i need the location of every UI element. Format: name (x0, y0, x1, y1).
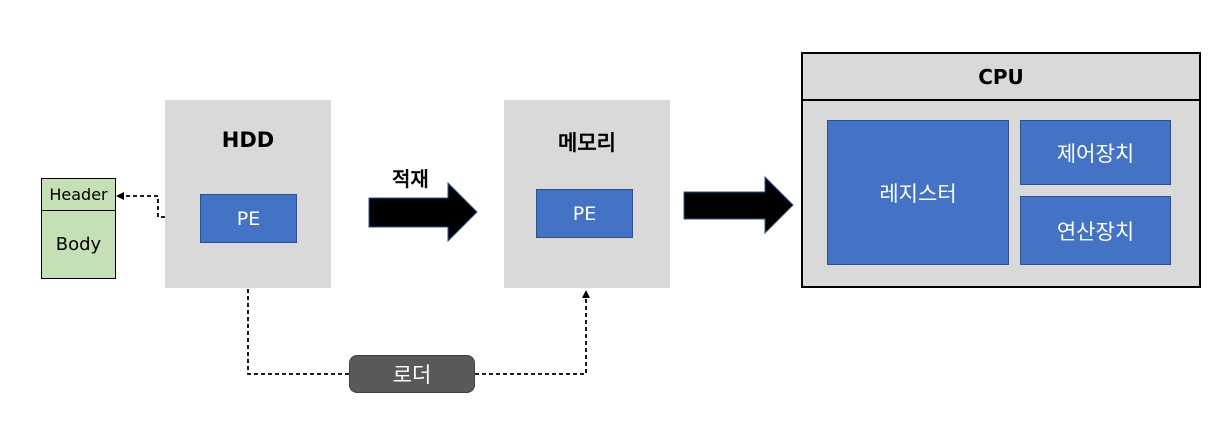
control-unit-block: 제어장치 (1020, 120, 1171, 185)
alu-block: 연산장치 (1020, 196, 1171, 265)
cpu-title: CPU (978, 64, 1024, 89)
memory-to-cpu-block-arrow (683, 175, 794, 235)
hdd-pe-label: PE (236, 207, 261, 230)
loader-to-memory-dashed-arrow (475, 290, 590, 375)
memory-title: 메모리 (558, 131, 616, 155)
register-block: 레지스터 (827, 120, 1009, 265)
memory-pe-block: PE (536, 189, 633, 238)
load-arrow-label: 적재 (392, 167, 429, 191)
file-header-section: Header (41, 178, 116, 211)
file-body-section: Body (41, 210, 116, 279)
file-header-label: Header (49, 185, 108, 204)
executable-file: Header Body (41, 178, 116, 279)
hdd-pe-block: PE (200, 194, 297, 243)
register-label: 레지스터 (879, 181, 957, 206)
loader-label: 로더 (392, 363, 432, 387)
hdd-title: HDD (221, 128, 275, 152)
cpu-box: CPU 레지스터 제어장치 연산장치 (801, 52, 1201, 288)
loader-to-hdd-pe-dashed-arrow (244, 244, 349, 375)
alu-label: 연산장치 (1056, 219, 1135, 244)
loader-box: 로더 (349, 355, 475, 393)
cpu-title-bar: CPU (803, 54, 1199, 101)
load-block-arrow (368, 181, 478, 243)
memory-panel: 메모리 PE (504, 100, 670, 288)
file-body-label: Body (55, 234, 102, 255)
control-unit-label: 제어장치 (1056, 141, 1135, 166)
hdd-panel: HDD PE (165, 100, 331, 288)
memory-pe-label: PE (572, 202, 597, 225)
